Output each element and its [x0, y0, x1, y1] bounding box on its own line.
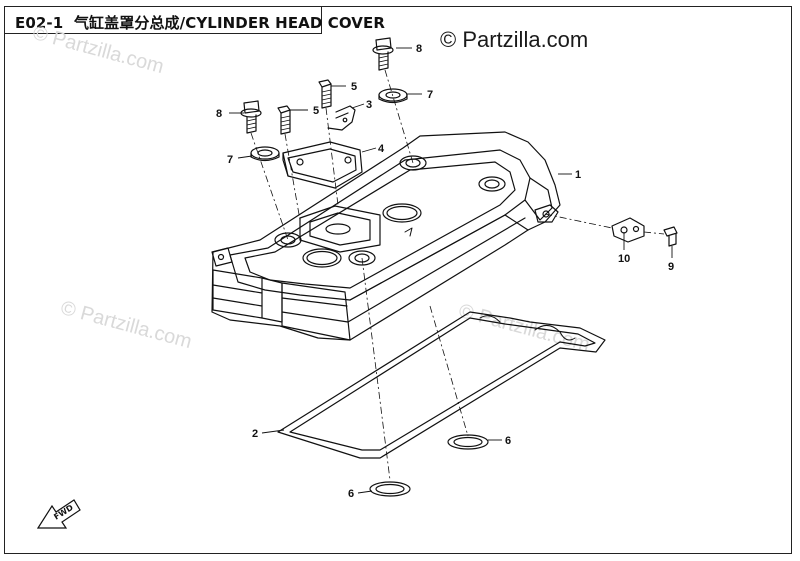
plug-seal-a — [447, 434, 489, 450]
diagram-code: E02-1 — [15, 14, 64, 32]
seal-washer-a — [378, 88, 408, 104]
leader-lines — [229, 47, 673, 494]
copyright-text: © Partzilla.com — [440, 27, 589, 52]
callout-8: 8 — [216, 108, 222, 120]
callout-1: 1 — [575, 169, 581, 181]
bracket-plate — [611, 217, 645, 243]
seal-washer-b — [250, 146, 280, 162]
callout-9: 9 — [668, 261, 674, 273]
page-title: E02-1 气缸盖罩分总成/CYLINDER HEAD COVER — [15, 12, 385, 33]
bolt-short-a — [318, 79, 332, 109]
diagram-title: 气缸盖罩分总成/CYLINDER HEAD COVER — [73, 14, 386, 32]
callout-labels: 8 5 5 3 7 8 7 4 1 10 9 2 6 6 — [216, 43, 674, 500]
bracket — [327, 105, 356, 131]
assembly-lines — [250, 69, 665, 481]
cylinder-head-cover — [211, 131, 561, 341]
plug-seal-b — [369, 481, 411, 497]
callout-7: 7 — [427, 89, 433, 101]
callout-6: 6 — [505, 435, 511, 447]
flange-bolt-a — [372, 37, 394, 71]
callout-10: 10 — [618, 253, 630, 265]
fwd-arrow-icon: FWD — [36, 499, 81, 529]
cover-gasket — [277, 311, 606, 459]
title-box: E02-1 气缸盖罩分总成/CYLINDER HEAD COVER — [5, 7, 385, 34]
callout-5: 5 — [351, 81, 357, 93]
callout-6: 6 — [348, 488, 354, 500]
callout-8: 8 — [416, 43, 422, 55]
callout-2: 2 — [252, 428, 258, 440]
callout-3: 3 — [366, 99, 372, 111]
callout-7: 7 — [227, 154, 233, 166]
callout-4: 4 — [378, 143, 385, 155]
flange-bolt-b — [240, 100, 262, 134]
callout-5: 5 — [313, 105, 319, 117]
breather-cover — [282, 141, 363, 189]
bolt-short-b — [277, 105, 291, 135]
diagram-frame — [4, 6, 792, 554]
small-bolt — [663, 226, 678, 247]
